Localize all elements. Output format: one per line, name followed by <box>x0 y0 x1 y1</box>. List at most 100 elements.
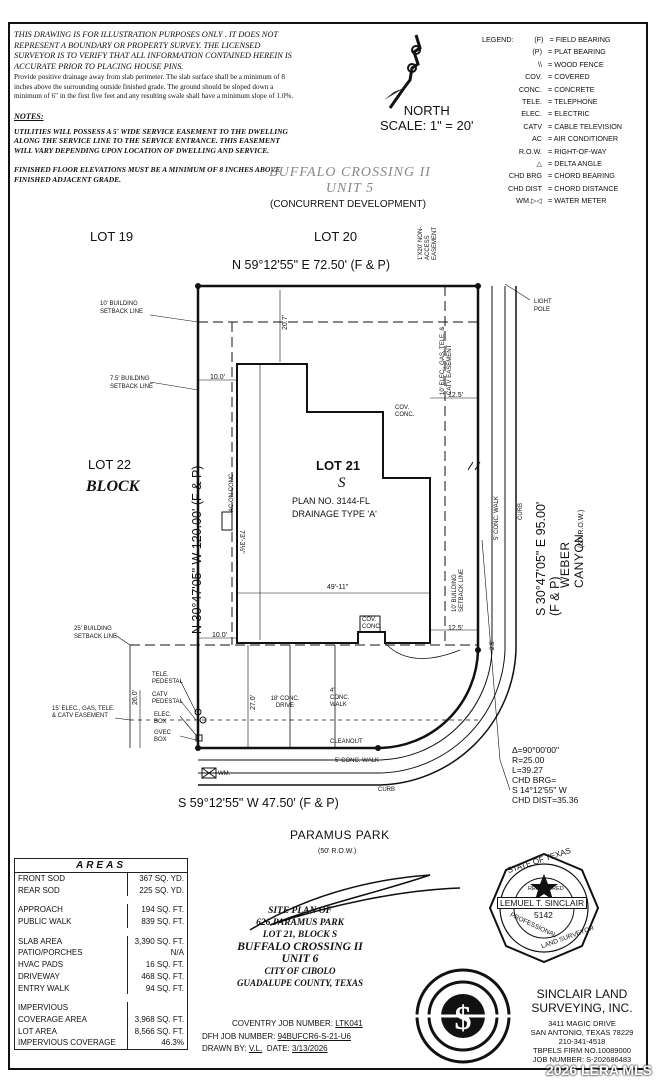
areas-row-value: 468 SQ. FT. <box>141 971 184 981</box>
side-setback-75-label: 7.5' BUILDING SETBACK LINE <box>110 376 154 390</box>
company-block: SINCLAIR LAND SURVEYING, INC. 3411 MAGIC… <box>512 987 652 1064</box>
legend-key: TELE. <box>522 97 542 107</box>
dim-27: 27.0' <box>250 695 257 710</box>
gvec-box-label: GVEC BOX <box>154 730 172 743</box>
east-dim-125-top: 12.5' <box>448 392 463 399</box>
south-walk-label: 5' CONC. WALK <box>335 758 379 764</box>
cov-conc-label: COV. CONC. <box>395 405 415 418</box>
company-firm: TBPELS FIRM NO.10089000 <box>533 1046 631 1055</box>
drainage-note: Provide positive drainage away from slab… <box>14 73 294 101</box>
block-label: BLOCK <box>86 478 140 495</box>
areas-row-name: LOT AREA <box>15 1025 128 1038</box>
coventry-label: COVENTRY JOB NUMBER: <box>232 1019 334 1028</box>
dfh-label: DFH JOB NUMBER: <box>202 1031 276 1041</box>
drawn-by: V.L. <box>248 1044 263 1053</box>
water-meter-label: WM. <box>218 771 231 777</box>
areas-row-value: 194 SQ. FT. <box>141 905 184 915</box>
legend-key: CHD BRG <box>508 171 542 181</box>
title-l5: UNIT 6 <box>281 953 319 965</box>
company-addr-2: SAN ANTONIO, TEXAS 78229 <box>530 1028 634 1037</box>
areas-row: IMPERVIOUS <box>15 1002 187 1014</box>
drawing-sheet <box>8 22 648 1070</box>
areas-spacer <box>15 994 187 1002</box>
areas-row: PUBLIC WALK 839 SQ. FT. <box>15 916 187 928</box>
date-value: 3/13/2026 <box>292 1044 328 1053</box>
legend-item: CONC.= CONCRETE <box>482 84 648 96</box>
notes-block: THIS DRAWING IS FOR ILLUSTRATION PURPOSE… <box>14 30 294 184</box>
areas-row: IMPERVIOUS COVERAGE 46.3% <box>15 1037 187 1049</box>
legend-value: = WATER METER <box>548 196 607 206</box>
areas-spacer <box>15 896 187 904</box>
light-pole-label: LIGHT POLE <box>534 299 552 313</box>
areas-row-name: IMPERVIOUS COVERAGE <box>15 1037 128 1049</box>
seal-name: LEMUEL T. SINCLAIR <box>497 897 588 909</box>
west-boundary-bearing: N 30°47'05" W 120.00' (F & P) <box>190 465 204 634</box>
east-setback-label: 10' BUILDING SETBACK LINE <box>452 568 465 612</box>
areas-row-name: FRONT SOD <box>15 873 128 885</box>
areas-row-name: SLAB AREA <box>15 935 128 948</box>
legend-title: LEGEND: <box>482 35 514 44</box>
areas-title: AREAS <box>15 859 187 873</box>
curve-line: CHD BRG= <box>512 775 557 785</box>
legend-value: = FIELD BEARING <box>549 35 611 44</box>
side-dim-10-bottom: 10.0' <box>212 632 227 639</box>
areas-row-value: 46.3% <box>161 1038 184 1048</box>
south-boundary-bearing: S 59°12'55" W 47.50' (F & P) <box>178 796 339 810</box>
legend-key: \\ <box>538 59 542 69</box>
legend-key: △ <box>536 159 542 169</box>
job-info: COVENTRY JOB NUMBER: LTK041 DFH JOB NUMB… <box>202 1018 402 1056</box>
areas-row-name: HVAC PADS <box>15 959 128 971</box>
north-label: NORTH <box>403 103 450 118</box>
legend-value: = WOOD FENCE <box>548 59 604 69</box>
legend-key: R.O.W. <box>518 146 542 156</box>
legend-key: CONC. <box>518 84 542 94</box>
legend-value: = CHORD DISTANCE <box>548 183 619 193</box>
utilities-note: UTILITIES WILL POSSESS A 5' WIDE SERVICE… <box>14 126 288 155</box>
legend-key: AC <box>532 134 542 144</box>
front-setback-label: 25' BUILDING SETBACK LINE <box>74 626 118 640</box>
title-l3: LOT 21, BLOCK S <box>262 930 338 940</box>
paramus-row-label: (50' R.O.W.) <box>318 848 357 855</box>
areas-row-value: 16 SQ. FT. <box>145 960 184 970</box>
areas-row-value: 94 SQ. FT. <box>145 983 184 993</box>
lot-boundary <box>196 284 480 750</box>
front-easement-label: 15' ELEC., GAS, TELE. & CATV EASEMENT <box>52 706 115 719</box>
scale-label: SCALE: 1" = 20' <box>380 118 474 133</box>
south-curb-label: CURB <box>378 787 396 793</box>
company-logo-icon: $ <box>414 968 512 1064</box>
areas-spacer <box>15 928 187 936</box>
curve-line: L=39.27 <box>512 765 543 775</box>
legend-value: = DELTA ANGLE <box>548 159 602 169</box>
cov-conc-porch: COV. CONC. <box>362 617 382 630</box>
areas-row-value: 3,390 SQ. FT. <box>134 936 184 946</box>
legend-item: WM.▷◁= WATER METER <box>482 195 648 207</box>
legend-item: △ = DELTA ANGLE <box>482 158 648 170</box>
legend-key: (F) <box>534 35 544 44</box>
legend-item: ELEC.= ELECTRIC <box>482 108 648 120</box>
walk-4-label: 4' CONC. WALK <box>330 688 350 708</box>
legend-item: COV.= COVERED <box>482 71 648 83</box>
areas-row-value: 839 SQ. FT. <box>141 917 184 927</box>
legend-key: CHD DIST <box>508 183 542 193</box>
legend-key: COV. <box>525 72 542 82</box>
curve-line: Δ=90°00'00" <box>512 745 560 755</box>
paramus-park-label: PARAMUS PARK <box>290 828 390 842</box>
legend-value: = PLAT BEARING <box>548 47 606 57</box>
areas-row-name: PATIO/PORCHES <box>15 947 128 960</box>
mls-watermark: 2026 LERA MLS <box>545 1062 652 1078</box>
title-l7: GUADALUPE COUNTY, TEXAS <box>237 978 363 988</box>
seal-number: 5142 <box>534 910 553 920</box>
areas-row-name: PUBLIC WALK <box>15 916 128 928</box>
non-access-easement: 1'X20' NON-ACCESS EASEMENT <box>418 226 438 260</box>
house-width-dim: 49'-11" <box>327 584 349 591</box>
rear-setback-label: 10' BUILDING SETBACK LINE <box>100 301 144 315</box>
areas-row: HVAC PADS 16 SQ. FT. <box>15 959 187 971</box>
